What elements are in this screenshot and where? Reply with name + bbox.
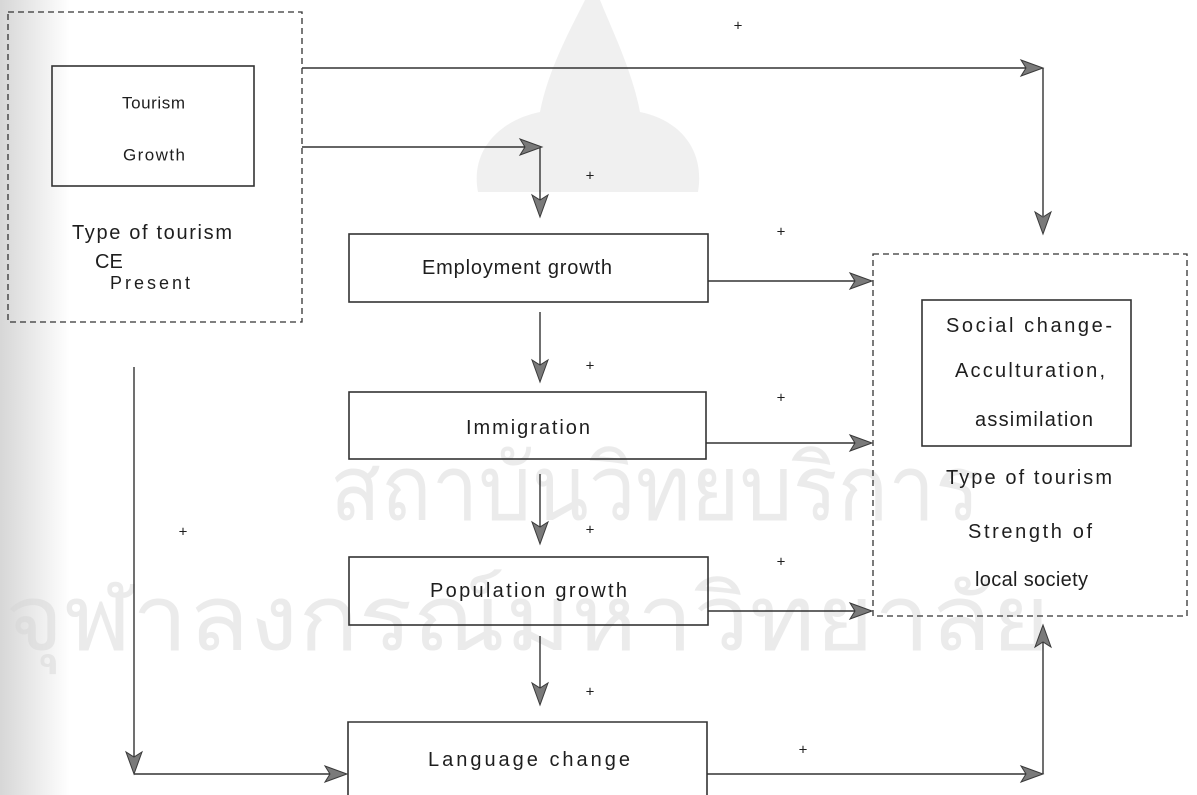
arrowhead-right-icon (323, 765, 349, 783)
arrowhead-right-icon (518, 138, 544, 156)
sign-employment-to-immigration: + (586, 358, 595, 375)
source-type-label: Type of tourism (72, 222, 232, 244)
target-note-local-society: local society (975, 569, 1088, 591)
connector-tourism-to-language (133, 367, 331, 775)
social-change-group-frame (872, 253, 1188, 617)
arrowhead-down-icon (531, 681, 549, 707)
immigration-box (348, 391, 707, 460)
arrowhead-right-icon (1019, 59, 1045, 77)
watermark-line-1: สถาบันวิทยบริการ (330, 435, 980, 542)
arrowhead-down-icon (531, 193, 549, 219)
tourism-growth-box (51, 65, 255, 187)
scan-edge-shading (0, 0, 70, 795)
social-change-box (921, 299, 1132, 447)
social-change-label-line1: Social change- (946, 315, 1112, 337)
tourism-growth-label-line1: Tourism (122, 94, 185, 113)
sign-language-to-social-change: + (799, 742, 808, 759)
arrowhead-up-icon (1034, 623, 1052, 649)
population-growth-box (348, 556, 709, 626)
sign-population-to-language: + (586, 684, 595, 701)
arrowhead-down-icon (531, 520, 549, 546)
population-growth-label: Population growth (430, 580, 627, 602)
social-change-label-line3: assimilation (975, 409, 1093, 431)
arrowhead-right-icon (848, 272, 874, 290)
source-present-label: Present (110, 273, 190, 293)
watermark-line-2: จุฬาลงกรณ์มหาวิทยาลัย (5, 565, 1050, 675)
arrowhead-right-icon (1019, 765, 1045, 783)
arrowhead-right-icon (848, 434, 874, 452)
watermark-emblem (476, 0, 700, 192)
tourism-growth-label-line2: Growth (123, 146, 185, 165)
language-change-box (347, 721, 708, 795)
source-group-frame (7, 11, 303, 323)
target-note-type-of-tourism: Type of tourism (946, 467, 1112, 489)
connector-tourism-to-employment (302, 146, 541, 200)
arrowhead-down-icon (125, 750, 143, 776)
sign-immigration-to-population: + (586, 522, 595, 539)
immigration-label: Immigration (466, 417, 590, 439)
sign-immigration-to-social-change: + (777, 390, 786, 407)
target-note-strength-of: Strength of (968, 521, 1092, 543)
social-change-label-line2: Acculturation, (955, 360, 1105, 382)
connector-language-to-social-change (707, 642, 1044, 775)
sign-employment-to-social-change: + (777, 224, 786, 241)
arrowhead-down-icon (1034, 210, 1052, 236)
sign-population-to-social-change: + (777, 554, 786, 571)
connector-tourism-to-social-change (302, 67, 1044, 216)
employment-growth-label: Employment growth (422, 257, 612, 279)
sign-tourism-to-language: + (179, 524, 188, 541)
arrowhead-down-icon (531, 358, 549, 384)
source-ce-label: CE (95, 251, 123, 273)
language-change-label: Language change (428, 749, 630, 771)
sign-tourism-to-employment: + (586, 168, 595, 185)
sign-tourism-to-social-change: + (734, 18, 743, 35)
arrowhead-right-icon (848, 602, 874, 620)
employment-growth-box (348, 233, 709, 303)
